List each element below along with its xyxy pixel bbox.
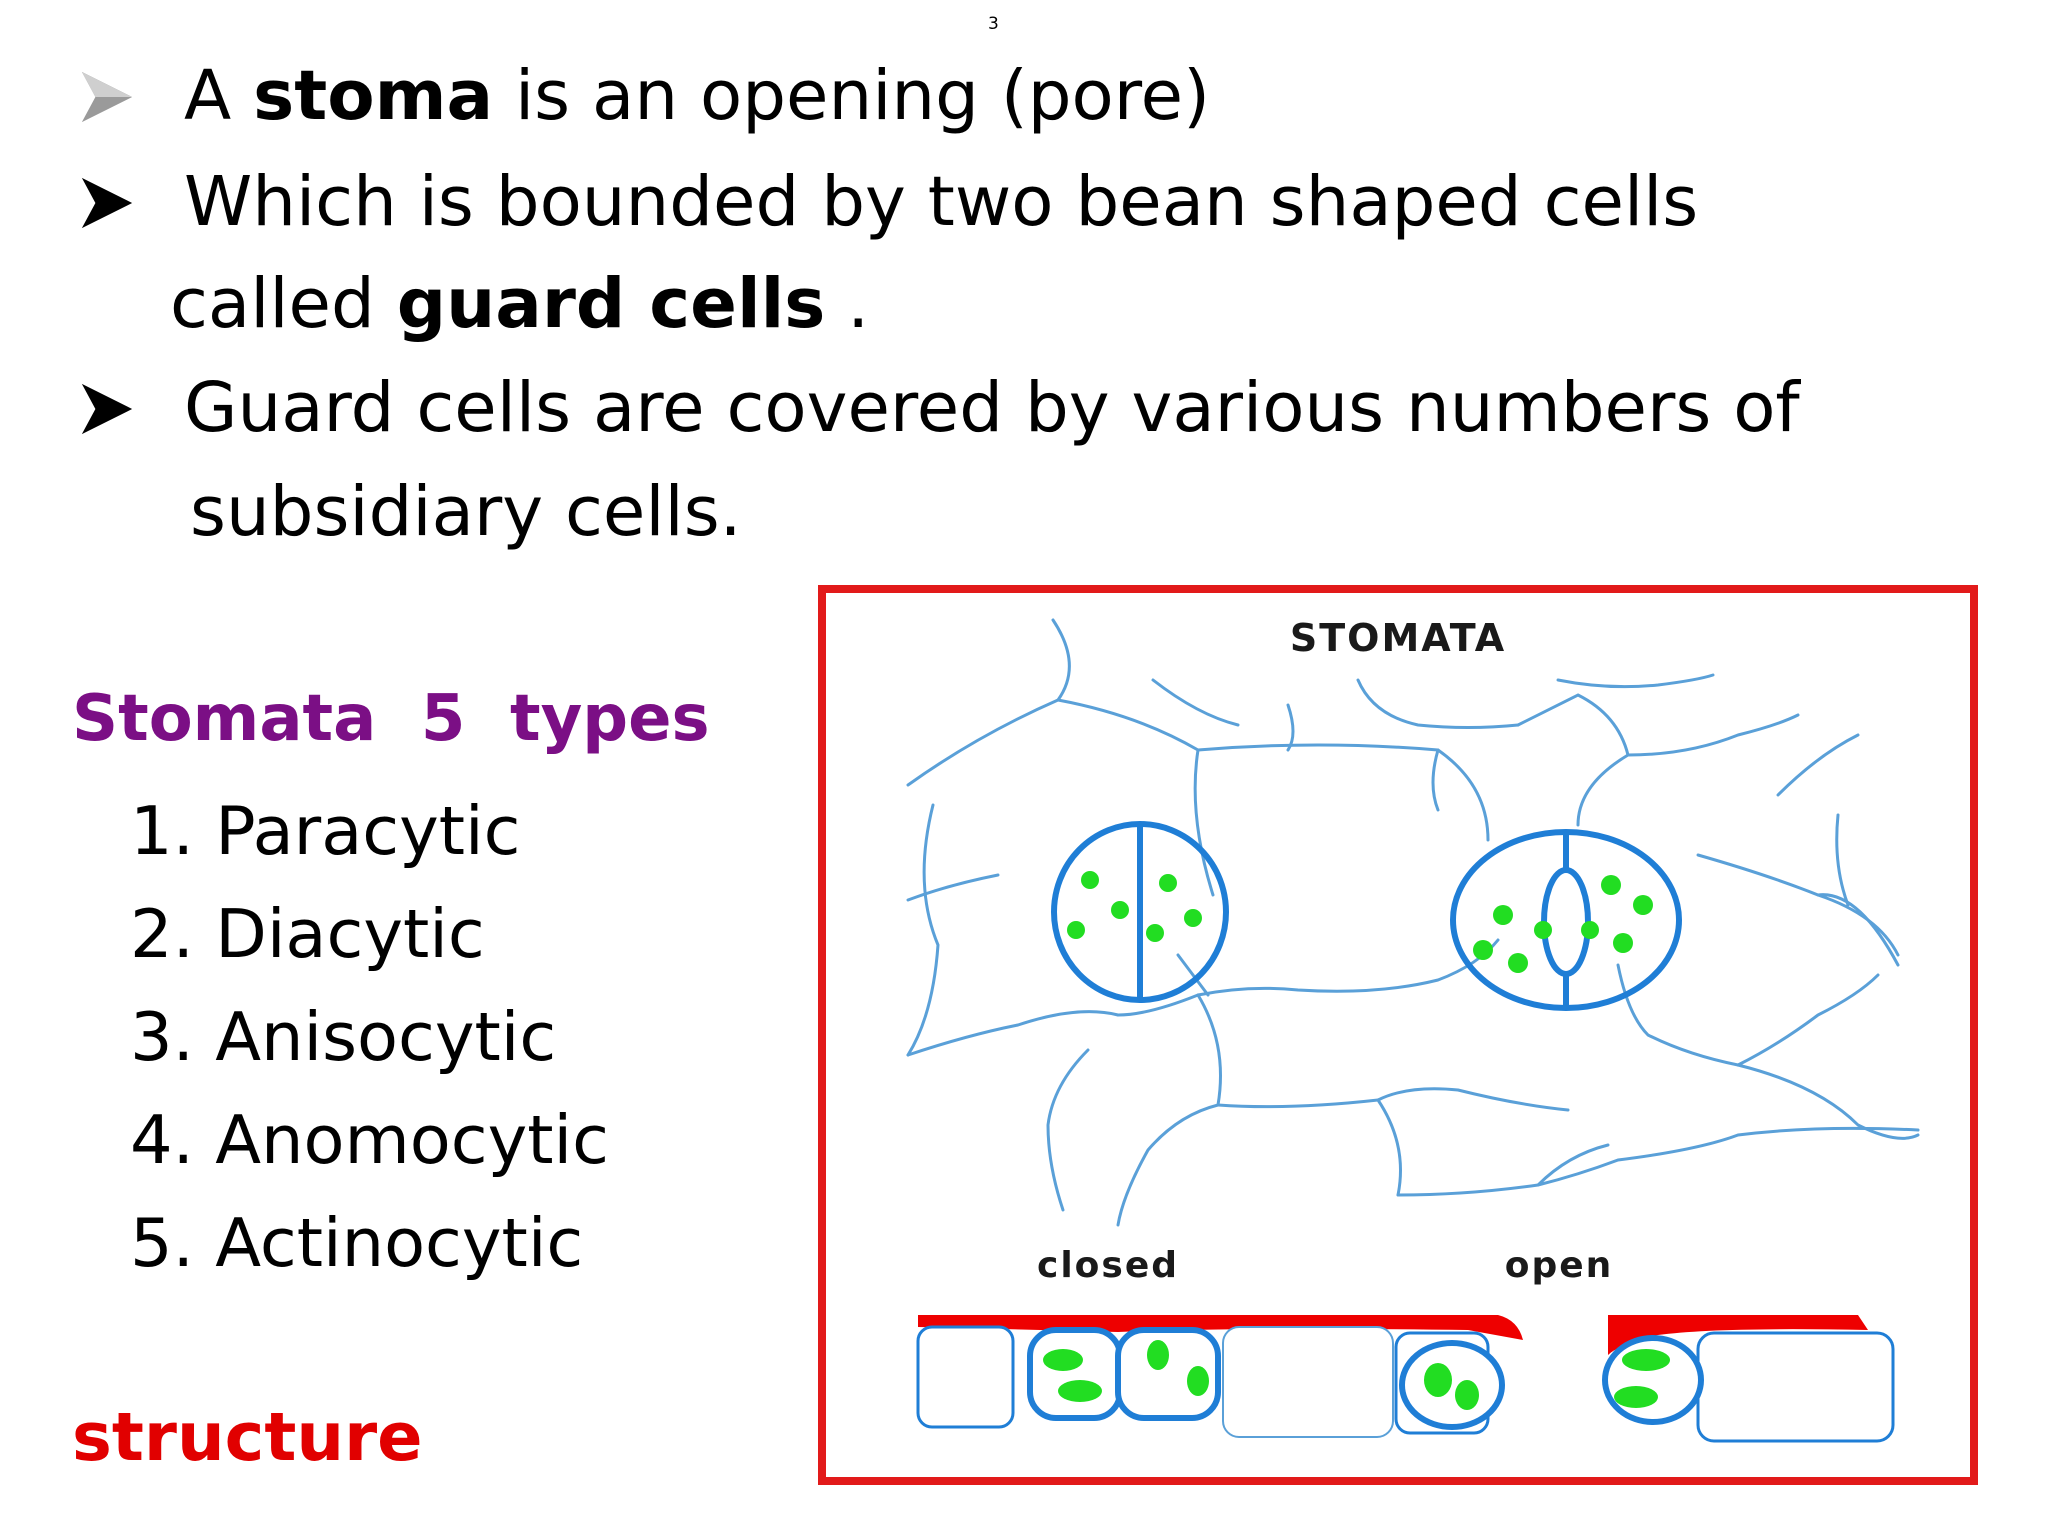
bullet-1-suffix: is an opening (pore) [493,56,1210,136]
open-stoma-top [1450,829,1682,1011]
list-item: 4. Anomocytic [130,1101,609,1179]
bullet-2-cont-prefix: called [170,264,397,344]
bullet-3: Guard cells are covered by various numbe… [78,374,1800,443]
bullet-2: Which is bounded by two bean shaped cell… [78,168,1698,237]
bullet-3-continuation: subsidiary cells. [190,472,742,552]
arrow-bullet-icon [81,177,133,228]
epidermal-cells [906,618,1920,1227]
types-title: Stomata 5 types [72,682,710,756]
bullet-1-bold: stoma [253,56,494,136]
bullet-2-continuation: called guard cells . [170,270,869,339]
structure-label: structure [72,1398,423,1476]
bullet-1: A stoma is an opening (pore) [78,62,1210,131]
types-list: 1. Paracytic 2. Diacytic 3. Anisocytic 4… [130,780,609,1295]
figure-title: STOMATA [1290,616,1506,660]
stomata-figure: STOMATA [818,585,1978,1485]
bullet-2-text: Which is bounded by two bean shaped cell… [184,162,1699,242]
list-item: 5. Actinocytic [130,1204,584,1282]
label-closed: closed [1037,1245,1179,1286]
open-guard-cells [1399,1335,1704,1430]
cuticle [918,1315,1868,1355]
cross-section-large-cells [1222,1326,1394,1438]
bullet-3-text: Guard cells are covered by various numbe… [184,368,1800,448]
bullet-2-cont-bold: guard cells [396,264,826,344]
arrow-bullet-icon [81,383,133,434]
label-open: open [1505,1245,1614,1286]
bullet-1-prefix: A [184,56,254,136]
list-item: 3. Anisocytic [130,998,557,1076]
list-item: 2. Diacytic [130,895,485,973]
bullet-2-cont-suffix: . [825,264,870,344]
arrow-bullet-icon [81,71,133,122]
page-number: 3 [988,14,999,34]
closed-guard-cells [1027,1327,1221,1421]
list-item: 1. Paracytic [130,792,521,870]
closed-stoma-top [1051,821,1229,1003]
stomata-diagram: STOMATA [818,585,1978,1485]
